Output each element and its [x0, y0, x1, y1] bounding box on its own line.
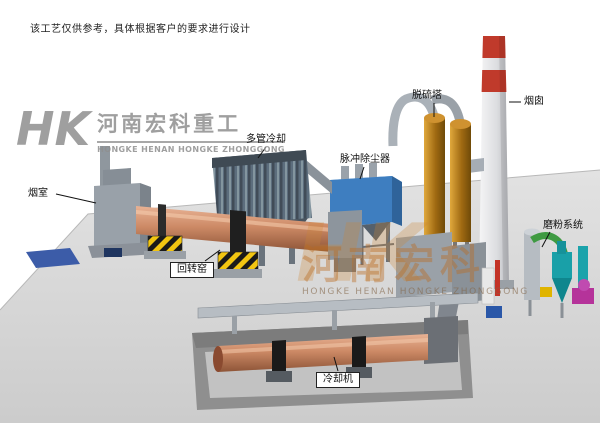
blue-mat	[26, 248, 80, 268]
logo-text-block: 河南宏科重工 HONGKE HENAN HONGKE ZHONGGONG	[97, 108, 285, 154]
label-smoke-chamber: 烟室	[28, 188, 48, 199]
kiln-support-2	[217, 251, 259, 271]
kiln-head-machinery	[396, 232, 502, 340]
label-multi-tube-cooling: 多管冷却	[246, 134, 286, 145]
kiln-hood	[328, 210, 362, 260]
label-rotary-kiln: 回转窑	[170, 262, 214, 278]
rotary-kiln	[136, 204, 362, 278]
bridge-beam	[197, 292, 479, 334]
logo-company-cn: 河南宏科重工	[97, 112, 242, 136]
logo-company-en: HONGKE HENAN HONGKE ZHONGGONG	[97, 141, 285, 154]
kiln-support-1	[147, 235, 183, 253]
leader-lines	[55, 101, 551, 372]
blue-pump	[486, 306, 502, 318]
kiln-tyre-ring	[158, 204, 166, 241]
disclaimer-text: 该工艺仅供参考，具体根据客户的要求进行设计	[30, 24, 251, 35]
label-chimney: 烟囱	[524, 96, 544, 107]
red-pipe	[495, 260, 500, 296]
smoke-chamber	[88, 146, 158, 258]
kiln-girth-gear	[230, 210, 246, 254]
label-desulfurization-tower: 脱硫塔	[412, 90, 442, 101]
cooler-ring-1	[272, 340, 286, 373]
cooler-ring-2	[352, 336, 366, 369]
label-pulse-dust-collector: 脉冲除尘器	[340, 154, 390, 165]
label-cooler: 冷却机	[316, 372, 360, 388]
logo-monogram: HK	[16, 102, 91, 156]
company-logo: HK 河南宏科重工 HONGKE HENAN HONGKE ZHONGGONG	[16, 102, 285, 156]
cooler-cylinder	[213, 316, 458, 382]
grinding-system	[524, 228, 594, 318]
label-grinding-system: 磨粉系统	[543, 220, 583, 231]
